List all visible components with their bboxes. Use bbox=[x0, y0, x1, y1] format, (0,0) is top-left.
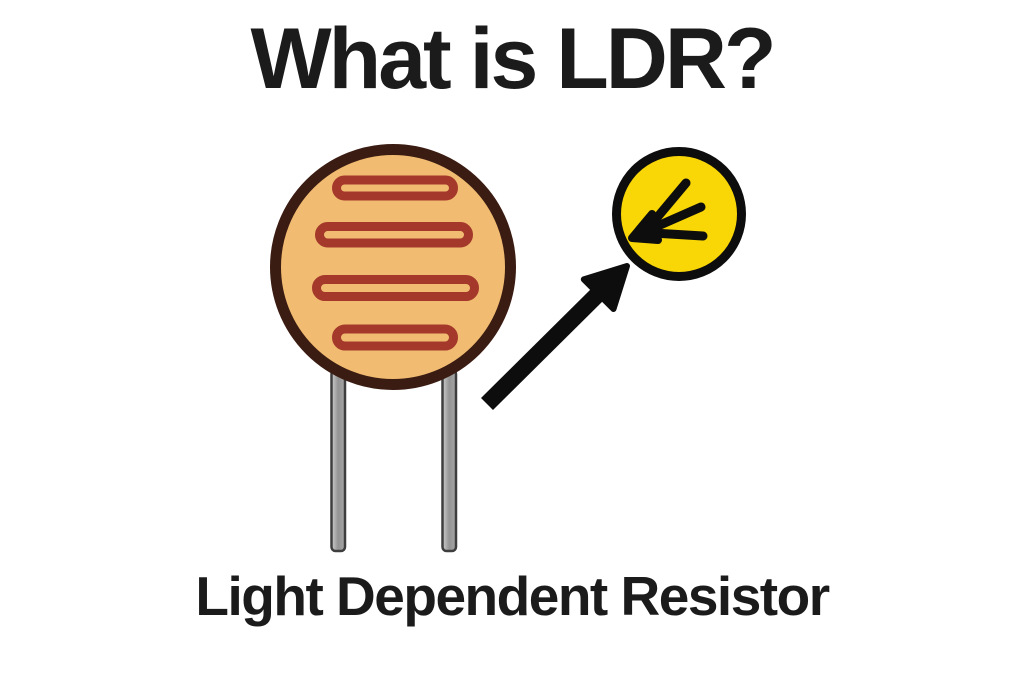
ldr-track-2 bbox=[315, 222, 473, 248]
page-title: What is LDR? bbox=[250, 11, 777, 107]
light-ray-3 bbox=[648, 228, 708, 241]
ldr-tracks bbox=[312, 175, 479, 351]
ldr-track-4 bbox=[332, 324, 458, 351]
ldr-track-3 bbox=[312, 275, 479, 301]
ldr-leg-right bbox=[441, 368, 458, 553]
light-ray-arrowhead-icon bbox=[628, 210, 662, 244]
ldr-leg-left bbox=[330, 368, 347, 553]
arrow-head-icon bbox=[580, 263, 630, 312]
ldr-track-1 bbox=[332, 175, 458, 201]
arrow-line bbox=[481, 286, 605, 411]
page-subtitle: Light Dependent Resistor bbox=[195, 565, 830, 627]
ldr-body bbox=[270, 144, 516, 390]
ldr-legs bbox=[330, 368, 458, 553]
light-ray-2 bbox=[646, 202, 706, 234]
pointer-arrow bbox=[481, 263, 630, 411]
light-rays-icon bbox=[628, 178, 708, 244]
